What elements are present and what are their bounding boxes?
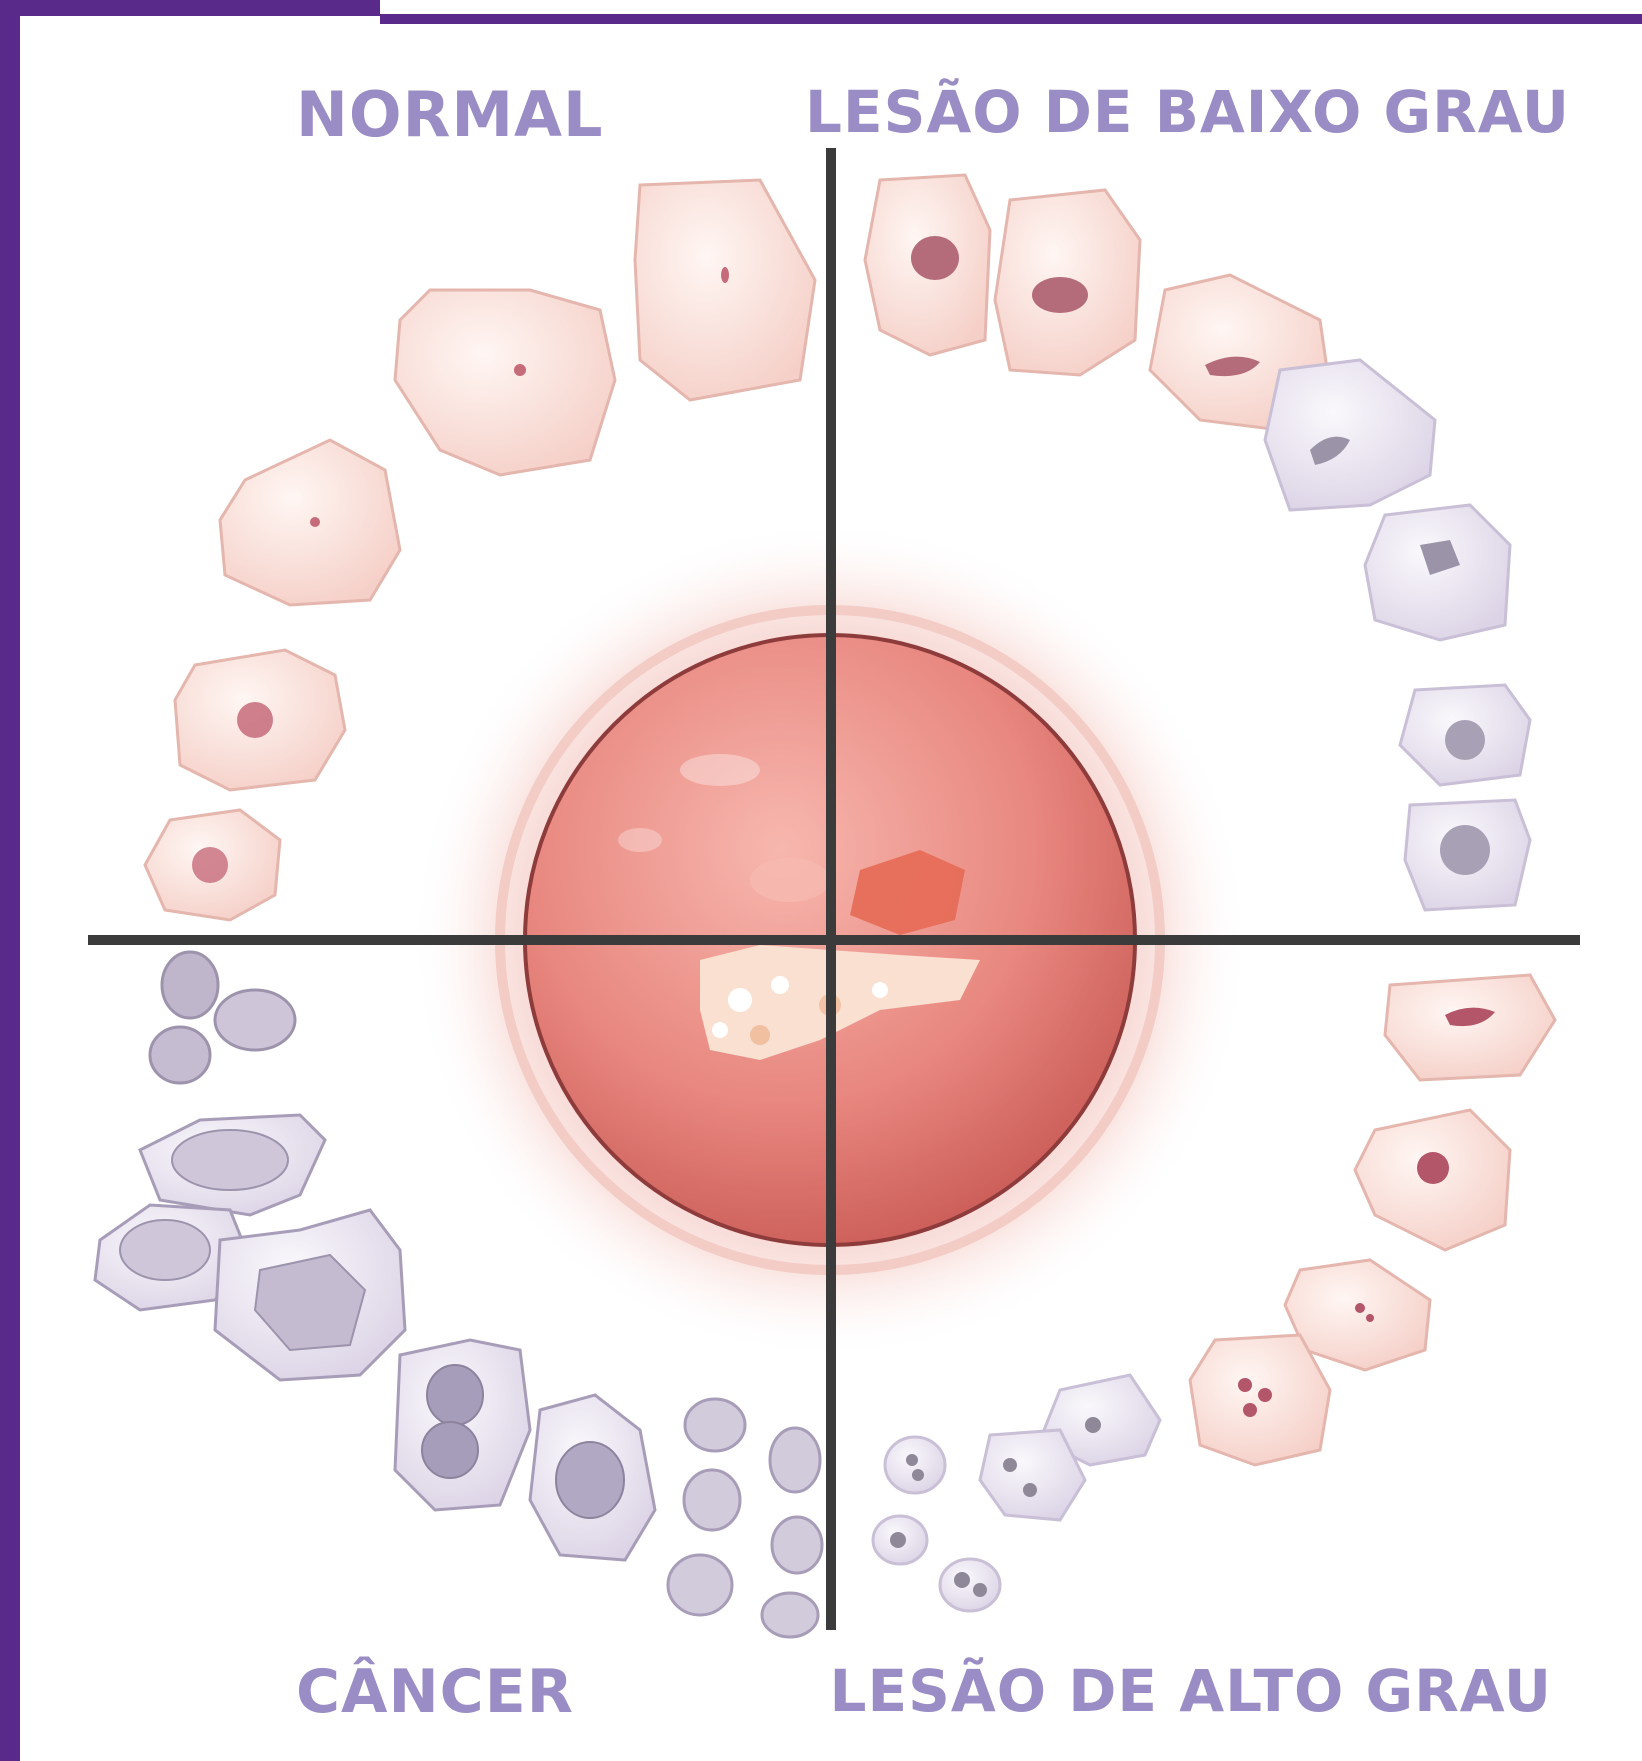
low-grade-cell-icon xyxy=(865,175,990,355)
high-grade-cell-icon xyxy=(940,1559,1000,1611)
normal-cell-icon xyxy=(635,180,815,400)
cancer-cell-icon xyxy=(395,1340,530,1510)
normal-cell-icon xyxy=(395,290,615,475)
high-grade-cell-icon xyxy=(885,1437,945,1493)
low-grade-cell-icon xyxy=(1265,360,1435,510)
label-high-grade-lesion: LESÃO DE ALTO GRAU xyxy=(830,1657,1552,1725)
low-grade-cell-icon xyxy=(1365,505,1510,640)
cancer-cell-icon xyxy=(530,1395,655,1560)
high-grade-cell-icon xyxy=(1190,1335,1330,1465)
high-grade-cell-icon xyxy=(1355,1110,1510,1250)
normal-cell-icon xyxy=(175,650,345,790)
cancer-cell-icon xyxy=(215,1210,405,1380)
high-grade-cell-icon xyxy=(873,1516,927,1564)
label-low-grade-lesion: LESÃO DE BAIXO GRAU xyxy=(805,78,1570,146)
label-cancer: CÂNCER xyxy=(296,1657,574,1727)
high-grade-cell-icon xyxy=(1385,975,1555,1080)
low-grade-cell-icon xyxy=(995,190,1140,375)
cancer-cell-icon xyxy=(140,1115,325,1215)
low-grade-cell-icon xyxy=(1405,800,1530,910)
cancer-cell-icon xyxy=(668,1399,822,1637)
low-grade-cell-icon xyxy=(1400,685,1530,785)
normal-cell-icon xyxy=(220,440,400,605)
cancer-cell-icon xyxy=(150,952,295,1083)
normal-cell-icon xyxy=(145,810,280,920)
label-normal: NORMAL xyxy=(296,78,604,151)
